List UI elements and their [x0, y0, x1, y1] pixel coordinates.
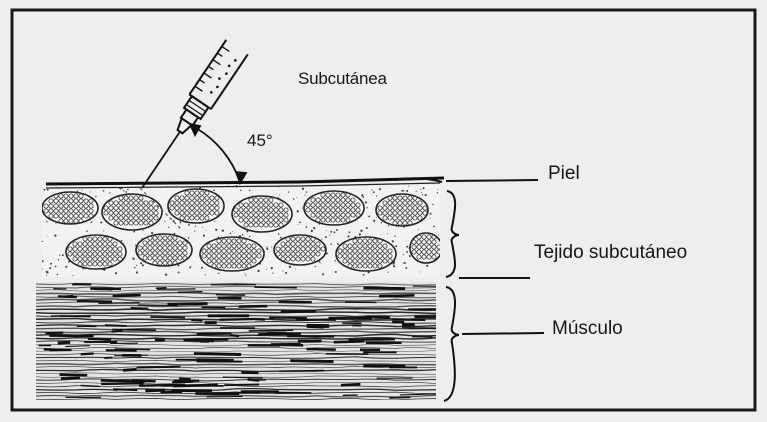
skin-label: Piel [548, 164, 580, 183]
angle-label: 45° [247, 132, 273, 149]
subcutaneous-tissue-label: Tejido subcutáneo [534, 243, 687, 262]
subcutaneous-tissue-layer [41, 185, 442, 277]
skin-leader-line [446, 180, 538, 181]
muscle-leader-line [462, 333, 544, 334]
muscle-label: Músculo [552, 319, 623, 338]
muscle-layer [36, 282, 476, 400]
injection-type-label: Subcutánea [298, 70, 387, 87]
